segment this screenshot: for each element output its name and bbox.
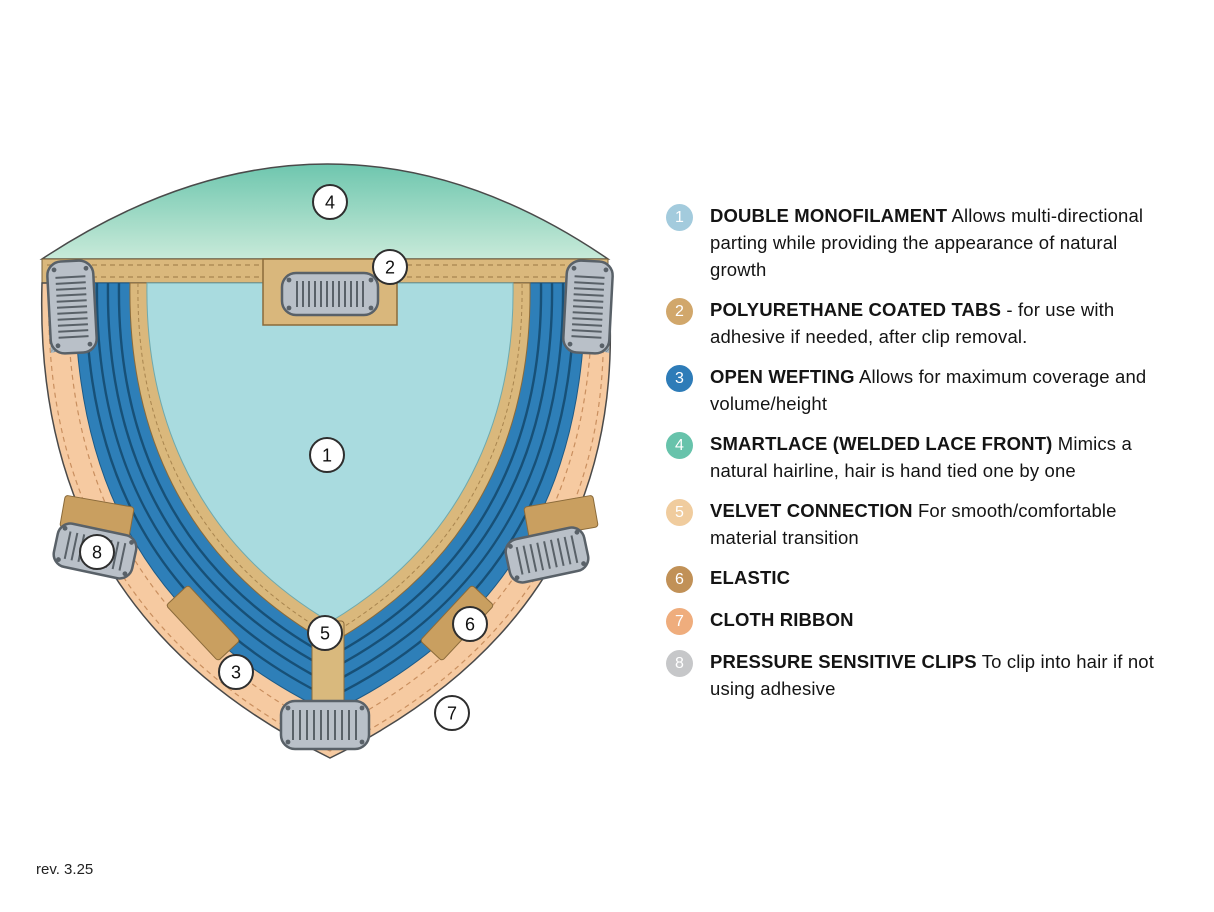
legend-number-badge: 8 — [666, 650, 693, 677]
svg-text:1: 1 — [322, 446, 332, 466]
legend-description: To clip into hair if not using adhesive — [710, 651, 1154, 699]
legend-item-polyurethane-tabs: 2 POLYURETHANE COATED TABS - for use wit… — [666, 296, 1171, 350]
pressure-clip-mid-right — [504, 526, 590, 584]
legend-number-badge: 4 — [666, 432, 693, 459]
svg-text:3: 3 — [231, 663, 241, 683]
legend-number-badge: 6 — [666, 566, 693, 593]
legend-item-elastic: 6 ELASTIC — [666, 564, 1171, 593]
svg-text:2: 2 — [385, 258, 395, 278]
legend-text: CLOTH RIBBON — [710, 606, 1162, 633]
wig-cap-diagram-container: 1 2 3 4 5 6 7 8 — [35, 155, 625, 780]
pressure-clip-bottom — [279, 699, 371, 751]
callout-5: 5 — [307, 615, 343, 651]
svg-text:5: 5 — [320, 624, 330, 644]
legend-item-open-wefting: 3 OPEN WEFTING Allows for maximum covera… — [666, 363, 1171, 417]
legend-number-badge: 7 — [666, 608, 693, 635]
legend-number-badge: 1 — [666, 204, 693, 231]
svg-text:4: 4 — [325, 193, 335, 213]
callout-1: 1 — [309, 437, 345, 473]
legend-item-velvet-connection: 5 VELVET CONNECTION For smooth/comfortab… — [666, 497, 1171, 551]
callout-2: 2 — [372, 249, 408, 285]
legend-title: SMARTLACE (WELDED LACE FRONT) — [710, 433, 1053, 454]
legend-text: OPEN WEFTING Allows for maximum coverage… — [710, 363, 1162, 417]
elastic-band-lower-left — [166, 585, 240, 661]
legend-text: SMARTLACE (WELDED LACE FRONT) Mimics a n… — [710, 430, 1162, 484]
legend-title: OPEN WEFTING — [710, 366, 855, 387]
pressure-clip-top-center — [280, 271, 380, 317]
legend-title: DOUBLE MONOFILAMENT — [710, 205, 948, 226]
callout-8: 8 — [79, 534, 115, 570]
legend-title: CLOTH RIBBON — [710, 609, 854, 630]
legend-item-pressure-clips: 8 PRESSURE SENSITIVE CLIPS To clip into … — [666, 648, 1171, 702]
legend-title: PRESSURE SENSITIVE CLIPS — [710, 651, 977, 672]
legend-title: POLYURETHANE COATED TABS — [710, 299, 1002, 320]
legend-text: DOUBLE MONOFILAMENT Allows multi-directi… — [710, 202, 1162, 283]
svg-text:8: 8 — [92, 543, 102, 563]
legend-number-badge: 5 — [666, 499, 693, 526]
legend: 1 DOUBLE MONOFILAMENT Allows multi-direc… — [666, 202, 1171, 702]
legend-number-badge: 2 — [666, 298, 693, 325]
legend-text: PRESSURE SENSITIVE CLIPS To clip into ha… — [710, 648, 1162, 702]
callout-4: 4 — [312, 184, 348, 220]
legend-description: For smooth/comfortable material transiti… — [710, 500, 1117, 548]
legend-description: Allows for maximum coverage and volume/h… — [710, 366, 1147, 414]
legend-item-smartlace: 4 SMARTLACE (WELDED LACE FRONT) Mimics a… — [666, 430, 1171, 484]
legend-title: VELVET CONNECTION — [710, 500, 913, 521]
legend-title: ELASTIC — [710, 567, 791, 588]
svg-text:6: 6 — [465, 615, 475, 635]
callout-3: 3 — [218, 654, 254, 690]
callout-6: 6 — [452, 606, 488, 642]
wig-cap-diagram: 1 2 3 4 5 6 7 8 — [39, 163, 614, 759]
legend-text: VELVET CONNECTION For smooth/comfortable… — [710, 497, 1162, 551]
legend-number-badge: 3 — [666, 365, 693, 392]
pressure-clip-top-left — [46, 259, 98, 355]
legend-description: Mimics a natural hairline, hair is hand … — [710, 433, 1132, 481]
legend-text: POLYURETHANE COATED TABS - for use with … — [710, 296, 1162, 350]
svg-text:7: 7 — [447, 704, 457, 724]
legend-item-double-monofilament: 1 DOUBLE MONOFILAMENT Allows multi-direc… — [666, 202, 1171, 283]
legend-description: Allows multi-directional parting while p… — [710, 205, 1144, 280]
revision-label: rev. 3.25 — [36, 861, 94, 878]
pressure-clip-top-right — [562, 259, 614, 355]
legend-item-cloth-ribbon: 7 CLOTH RIBBON — [666, 606, 1171, 635]
legend-description: - for use with adhesive if needed, after… — [710, 299, 1115, 347]
legend-text: ELASTIC — [710, 564, 1162, 591]
callout-7: 7 — [434, 695, 470, 731]
